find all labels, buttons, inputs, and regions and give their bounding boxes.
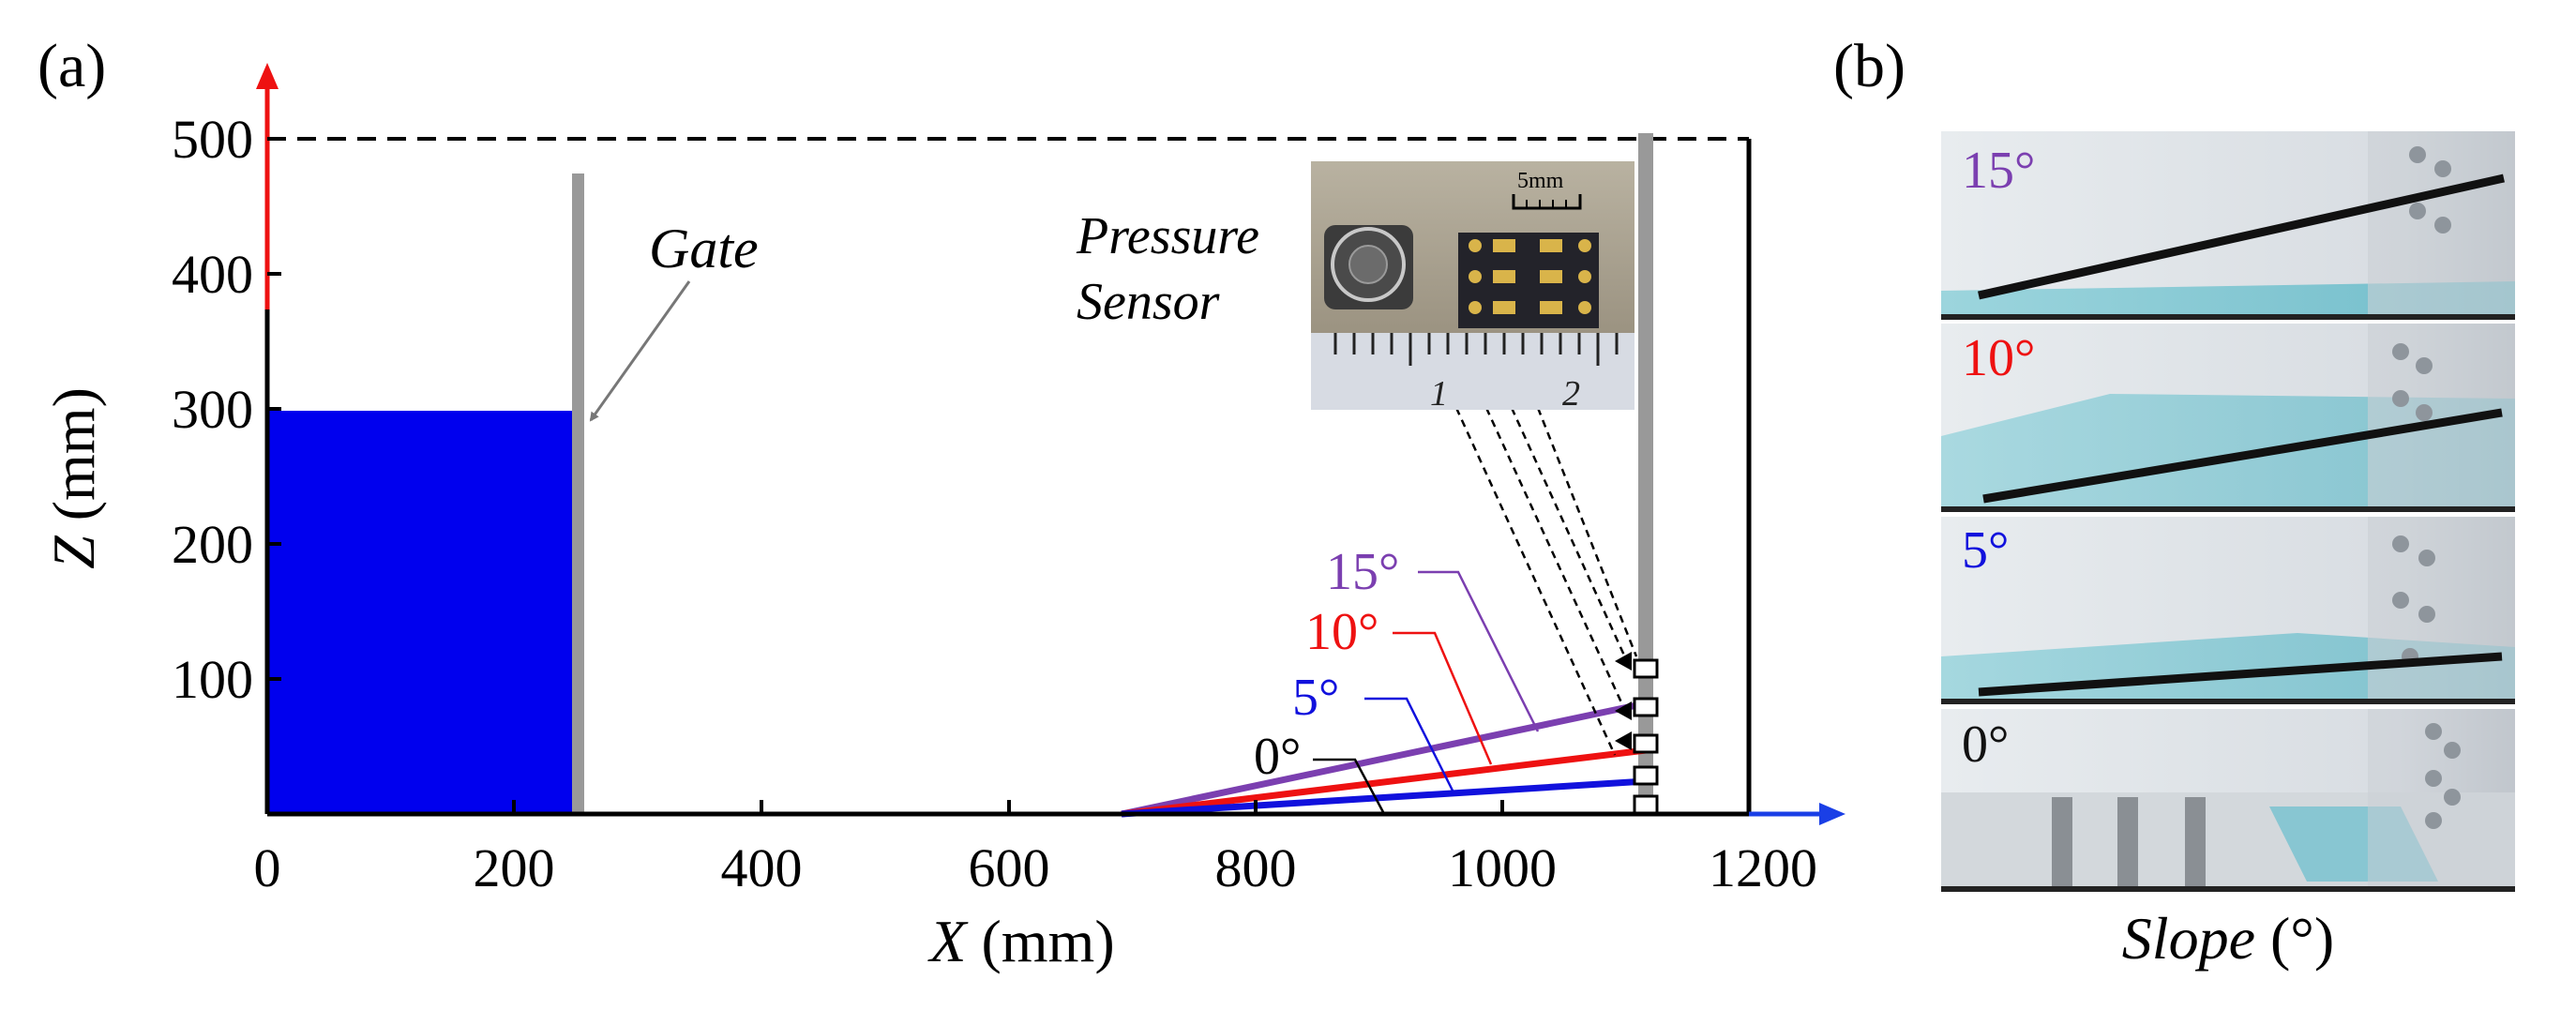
z-axis-arrowhead — [256, 63, 279, 89]
photo-label-15: 15° — [1962, 142, 2035, 200]
scale-bar-label: 5mm — [1517, 169, 1564, 193]
panel-b-axis-var: Slope — [2122, 905, 2255, 972]
panel-b: (b) 15° 10° 5 — [1833, 32, 2515, 972]
panel-b-label: (b) — [1833, 32, 1906, 100]
slope-label-5: 5° — [1292, 669, 1339, 727]
photo-label-10: 10° — [1962, 329, 2035, 387]
x-tick-label: 800 — [1215, 837, 1297, 898]
photo-slope-15: 15° — [1941, 131, 2515, 320]
leader-0 — [1313, 758, 1385, 813]
sensor-square — [1633, 697, 1659, 717]
ruler-label-1: 1 — [1430, 374, 1448, 414]
leader-15 — [1418, 570, 1540, 732]
y-tick-label: 200 — [172, 514, 253, 575]
sensor-label-line1: Pressure — [1076, 207, 1259, 265]
y-tick-marks — [267, 137, 281, 681]
sensor-square — [1633, 765, 1659, 786]
scale-bar — [1512, 194, 1582, 210]
slope-5-line — [1121, 777, 1647, 818]
panel-a-label: (a) — [38, 32, 106, 100]
photo-slope-10: 10° — [1941, 324, 2515, 512]
slope-leaders — [1313, 570, 1540, 813]
panel-b-axis-title: Slope (°) — [2122, 905, 2334, 972]
sensor-square — [1633, 733, 1659, 754]
x-tick-marks — [512, 800, 1504, 814]
slope-label-10: 10° — [1305, 603, 1378, 661]
sensor-arrowheads — [1615, 652, 1632, 750]
x-tick-label: 400 — [721, 837, 803, 898]
photo-slope-0: 0° — [1941, 709, 2515, 892]
sensor-square — [1633, 794, 1659, 815]
slope-lines — [1121, 700, 1647, 818]
sensor-square — [1633, 658, 1659, 679]
sensor-photo: 1 2 5mm — [1311, 161, 1634, 414]
sensor-label-line2: Sensor — [1077, 273, 1220, 331]
slope-label-0: 0° — [1254, 728, 1301, 786]
sensor-pointer-lines — [1454, 407, 1638, 756]
x-tick-label: 200 — [474, 837, 555, 898]
y-axis-title: Z (mm) — [40, 387, 107, 569]
x-axis-title: X (mm) — [926, 908, 1114, 974]
breakout-board — [1458, 233, 1599, 328]
y-tick-label: 100 — [172, 649, 253, 710]
ruler-ticks — [1333, 333, 1619, 366]
x-tick-label: 1200 — [1709, 837, 1817, 898]
photo-label-0: 0° — [1962, 716, 2009, 774]
y-tick-label: 500 — [172, 109, 253, 170]
y-tick-label: 400 — [172, 244, 253, 305]
slope-15-line — [1121, 700, 1647, 818]
panel-b-axis-unit: (°) — [2255, 905, 2334, 972]
ruler — [1311, 333, 1634, 410]
pressure-sensors — [1633, 658, 1659, 815]
ruler-label-2: 2 — [1562, 374, 1580, 414]
x-tick-label: 0 — [254, 837, 281, 898]
x-tick-label: 1000 — [1448, 837, 1557, 898]
sensor-rod — [1638, 133, 1653, 814]
leader-10 — [1393, 631, 1493, 765]
x-tick-labels: 0 200 400 600 800 1000 1200 — [254, 837, 1818, 898]
x-axis-unit: (mm) — [966, 908, 1114, 974]
photo-slope-5: 5° — [1941, 517, 2515, 704]
y-tick-labels: 100 200 300 400 500 — [172, 109, 253, 710]
x-axis-arrowhead — [1819, 803, 1845, 825]
leader-5 — [1364, 697, 1455, 793]
x-tick-label: 600 — [969, 837, 1050, 898]
gate — [572, 173, 584, 814]
slope-label-15: 15° — [1326, 543, 1399, 601]
water-column — [267, 411, 574, 814]
y-tick-label: 300 — [172, 379, 253, 440]
y-axis-var: Z — [40, 535, 107, 569]
photo-label-5: 5° — [1962, 521, 2009, 580]
gate-label: Gate — [649, 218, 759, 279]
panel-a: (a) 15° 10° 5° 0° — [38, 32, 1845, 974]
y-axis-unit: (mm) — [40, 387, 107, 535]
gate-pointer — [589, 280, 691, 422]
slope-10-line — [1121, 746, 1647, 818]
x-axis-var: X — [926, 908, 969, 974]
